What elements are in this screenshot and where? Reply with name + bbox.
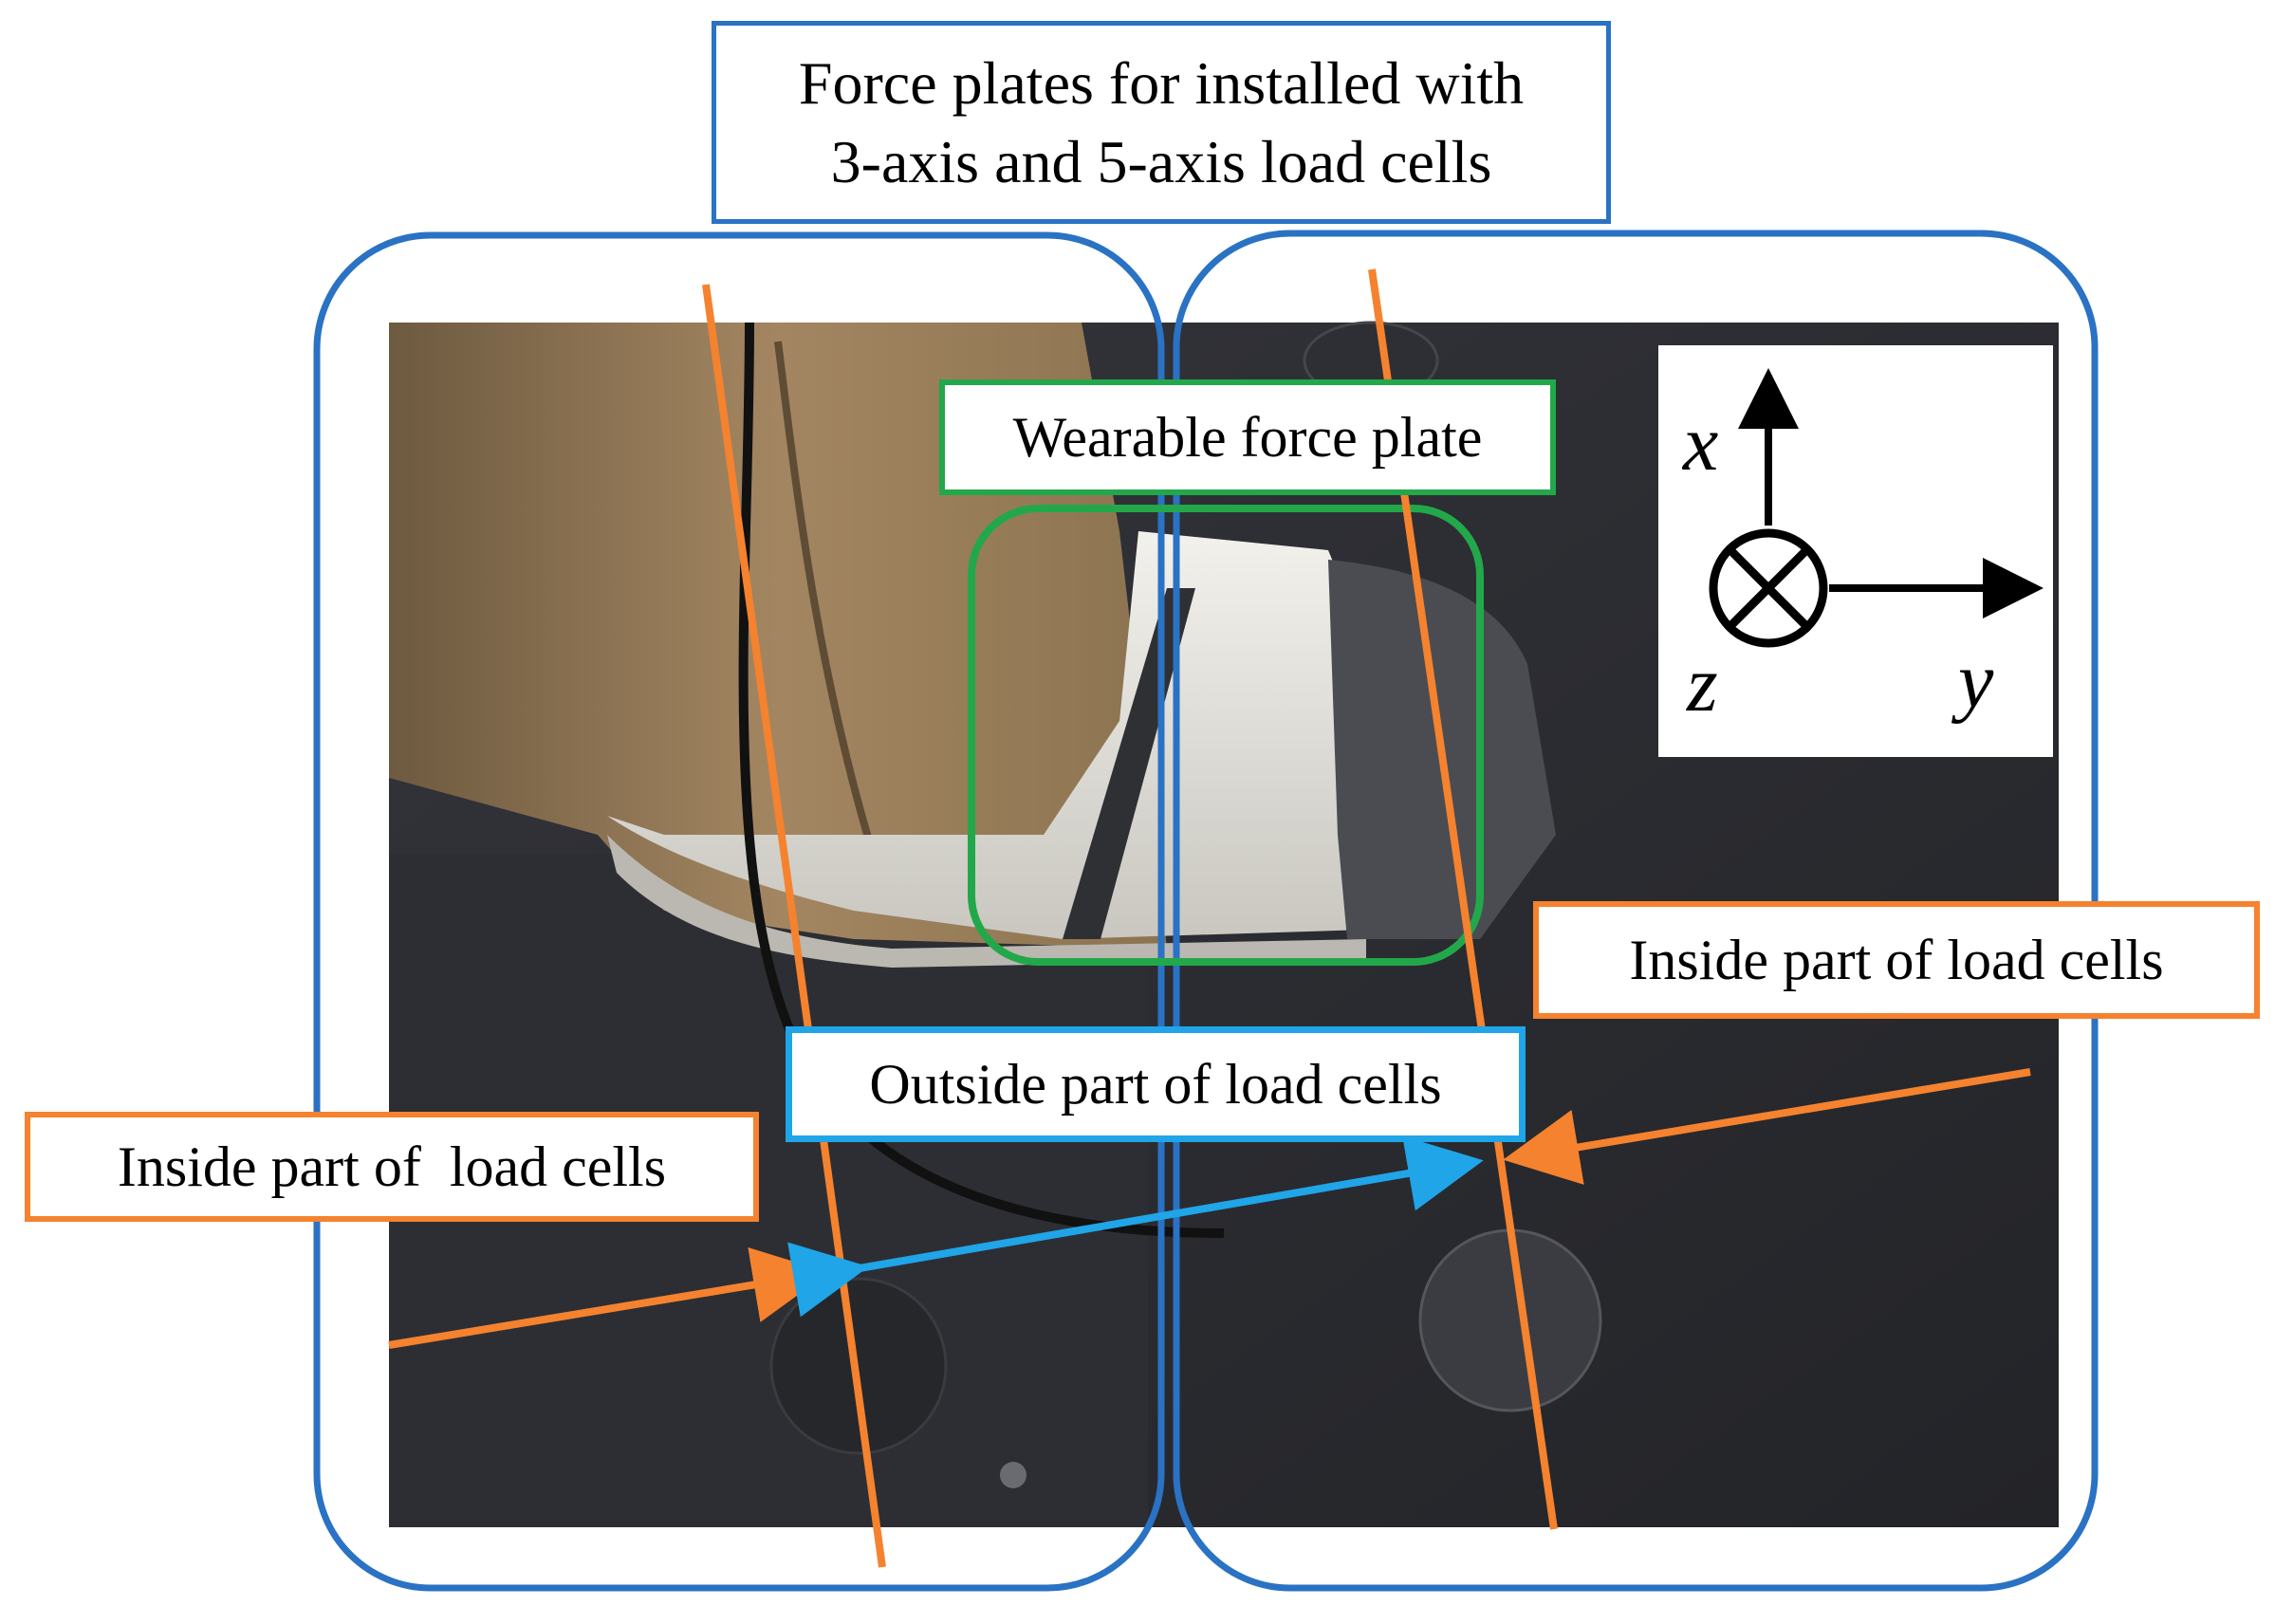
outside-distance-arrow [787, 1135, 1484, 1318]
inside-left-label: Inside part of load cells [25, 1112, 759, 1222]
coordinate-axes [1709, 368, 2044, 648]
inside-left-pointer-arrow [388, 1246, 829, 1349]
wearable-force-plate-label: Wearable force plate [939, 379, 1556, 495]
left-plate-hole [769, 1277, 948, 1455]
left-force-plate-outline [313, 231, 1165, 1592]
wearable-force-plate-outline [968, 505, 1484, 966]
title-line-2: 3-axis and 5-axis load cells [830, 128, 1492, 195]
wearable-label-text: Wearable force plate [1012, 406, 1483, 469]
z-axis-label: z [1687, 640, 1718, 729]
y-axis-label: y [1958, 637, 1994, 725]
z-axis-symbol [1709, 528, 1828, 648]
z-axis-cross-2 [1726, 545, 1811, 631]
shoe-sole [607, 835, 1366, 968]
left-load-cell-line [702, 284, 886, 1568]
force-plates-title-label: Force plates for installed with 3-axis a… [712, 21, 1611, 224]
coordinate-axes-panel: x z y [1658, 345, 2053, 757]
inside-right-pointer-arrow [1503, 1068, 2031, 1185]
x-axis-label: x [1683, 399, 1719, 488]
right-plate-hole [1418, 1228, 1602, 1412]
inside-right-label: Inside part of load cells [1533, 901, 2260, 1019]
screw [1000, 1462, 1027, 1488]
shoe [607, 531, 1376, 939]
inside-right-label-text: Inside part of load cells [1629, 929, 2164, 991]
trouser-fold [774, 341, 877, 856]
title-line-1: Force plates for installed with [798, 48, 1525, 117]
inside-left-label-text: Inside part of load cells [117, 1135, 667, 1198]
outside-label: Outside part of load cells [786, 1026, 1526, 1142]
outside-label-text: Outside part of load cells [869, 1053, 1442, 1116]
